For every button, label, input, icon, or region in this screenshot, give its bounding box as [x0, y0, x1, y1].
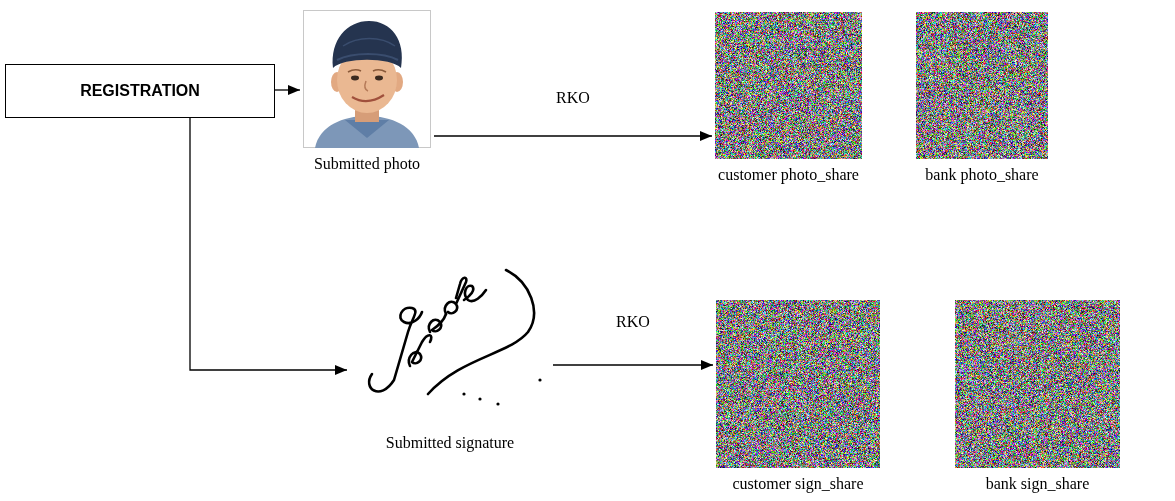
noise-share [916, 12, 1048, 159]
share-node: customer photo_share [712, 12, 865, 185]
share-node: bank photo_share [913, 12, 1051, 185]
node-caption: bank sign_share [952, 474, 1123, 494]
node-caption: customer sign_share [713, 474, 883, 494]
handwritten-signature [350, 262, 550, 427]
node-caption: Submitted signature [347, 433, 553, 453]
noise-share [716, 300, 880, 468]
signature-node: Submitted signature [347, 262, 553, 453]
portrait-photo [303, 10, 431, 148]
node-caption: Submitted photo [300, 154, 434, 174]
box-label: REGISTRATION [80, 82, 200, 100]
noise-share [955, 300, 1120, 468]
arrow-connector [275, 89, 300, 90]
figure-slot [716, 300, 880, 468]
arrow-connector [434, 135, 712, 136]
arrow-connector [553, 364, 713, 365]
node-caption: customer photo_share [712, 165, 865, 185]
figure-slot [955, 300, 1120, 468]
edge-label: RKO [554, 88, 592, 108]
process-box: REGISTRATION [5, 64, 275, 118]
photo-node: Submitted photo [300, 10, 434, 174]
figure-slot [715, 12, 862, 159]
figure-slot [303, 10, 431, 148]
noise-share [715, 12, 862, 159]
edge-label: RKO [614, 312, 652, 332]
share-node: customer sign_share [713, 300, 883, 494]
figure-slot [916, 12, 1048, 159]
figure-slot [350, 262, 550, 427]
node-caption: bank photo_share [913, 165, 1051, 185]
share-node: bank sign_share [952, 300, 1123, 494]
